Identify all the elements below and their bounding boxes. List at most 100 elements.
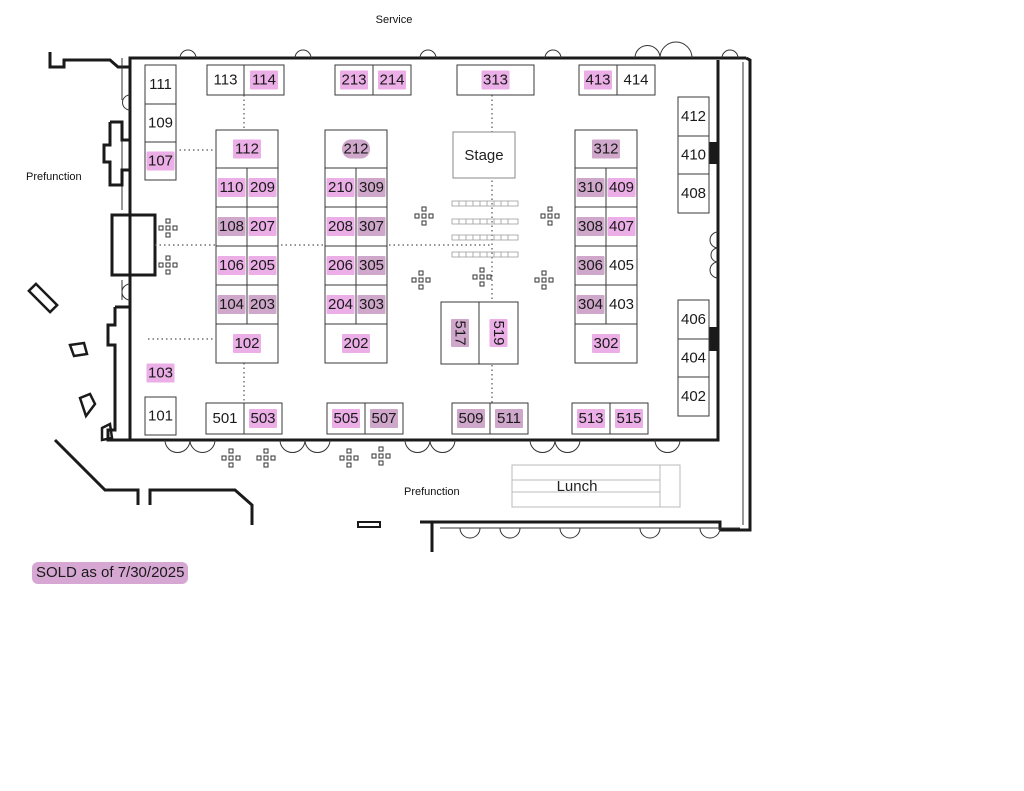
booth-212[interactable]: 212	[324, 129, 388, 169]
sold-highlight	[615, 409, 643, 428]
booth-outline	[605, 245, 638, 286]
booth-202[interactable]: 202	[324, 323, 388, 364]
booth-509[interactable]: 509	[451, 402, 491, 435]
booth-114[interactable]: 114	[243, 64, 285, 96]
cocktail-table-icon	[158, 218, 178, 238]
booth-213[interactable]: 213	[334, 64, 374, 96]
booth-414[interactable]: 414	[616, 64, 656, 96]
booth-106[interactable]: 106	[215, 245, 248, 286]
booth-403[interactable]: 403	[605, 284, 638, 325]
booth-507[interactable]: 507	[364, 402, 404, 435]
booth-214[interactable]: 214	[372, 64, 412, 96]
booth-503[interactable]: 503	[243, 402, 283, 435]
booth-310[interactable]: 310	[574, 167, 607, 208]
booth-number: 203	[250, 296, 275, 313]
booth-number: 310	[578, 179, 603, 196]
sold-highlight	[217, 217, 246, 236]
service-label: Service	[376, 14, 413, 26]
booth-501[interactable]: 501	[205, 402, 245, 435]
booth-number: 303	[359, 296, 384, 313]
booth-203[interactable]: 203	[246, 284, 279, 325]
booth-108[interactable]: 108	[215, 206, 248, 247]
booth-302[interactable]: 302	[574, 323, 638, 364]
booth-205[interactable]: 205	[246, 245, 279, 286]
booth-404[interactable]: 404	[677, 338, 710, 378]
sold-highlight	[146, 363, 175, 383]
booth-513[interactable]: 513	[571, 402, 611, 435]
sold-highlight	[357, 178, 386, 197]
booth-204[interactable]: 204	[324, 284, 357, 325]
sold-highlight	[457, 409, 485, 428]
booth-number: 402	[681, 388, 706, 405]
booth-313[interactable]: 313	[456, 64, 535, 96]
booth-210[interactable]: 210	[324, 167, 357, 208]
booth-number: 406	[681, 311, 706, 328]
booth-112[interactable]: 112	[215, 129, 279, 169]
booth-104[interactable]: 104	[215, 284, 248, 325]
booth-101[interactable]: 101	[144, 396, 177, 436]
booth-515[interactable]: 515	[609, 402, 649, 435]
booth-110[interactable]: 110	[215, 167, 248, 208]
sold-highlight	[576, 178, 605, 197]
booth-519[interactable]: 519	[478, 301, 519, 365]
booth-209[interactable]: 209	[246, 167, 279, 208]
booth-number: 304	[578, 296, 603, 313]
booth-number: 412	[681, 108, 706, 125]
booth-408[interactable]: 408	[677, 173, 710, 214]
booth-number: 103	[148, 365, 173, 382]
booth-312[interactable]: 312	[574, 129, 638, 169]
stage-seating	[451, 200, 519, 258]
cocktail-table-icon	[414, 206, 434, 226]
booth-306[interactable]: 306	[574, 245, 607, 286]
cocktail-tables	[158, 206, 560, 468]
booth-402[interactable]: 402	[677, 376, 710, 417]
cocktail-table-icon	[158, 255, 178, 275]
sold-highlight	[378, 70, 406, 90]
booth-outline	[144, 103, 177, 143]
booth-outline	[205, 402, 245, 435]
booth-308[interactable]: 308	[574, 206, 607, 247]
booth-208[interactable]: 208	[324, 206, 357, 247]
booth-number: 306	[578, 257, 603, 274]
sold-highlight	[357, 217, 386, 236]
booth-number: 106	[219, 257, 244, 274]
booth-207[interactable]: 207	[246, 206, 279, 247]
booth-309[interactable]: 309	[355, 167, 388, 208]
booth-410[interactable]: 410	[677, 135, 710, 175]
booth-409[interactable]: 409	[605, 167, 638, 208]
booth-103[interactable]: 103	[146, 363, 175, 383]
booth-outline	[144, 64, 177, 105]
booth-405[interactable]: 405	[605, 245, 638, 286]
booth-307[interactable]: 307	[355, 206, 388, 247]
booth-413[interactable]: 413	[578, 64, 618, 96]
booth-number: 111	[149, 76, 172, 93]
booth-111[interactable]: 111	[144, 64, 177, 105]
booth-113[interactable]: 113	[206, 64, 245, 96]
sold-highlight	[217, 178, 246, 197]
booth-407[interactable]: 407	[605, 206, 638, 247]
sold-highlight	[250, 70, 278, 90]
sold-highlight	[217, 295, 246, 314]
lunch-label: Lunch	[557, 478, 598, 495]
booth-517[interactable]: 517	[440, 301, 480, 365]
booth-406[interactable]: 406	[677, 299, 710, 340]
cocktail-table-icon	[221, 448, 241, 468]
booth-109[interactable]: 109	[144, 103, 177, 143]
prefunction-bottom-label: Prefunction	[404, 486, 460, 498]
booth-206[interactable]: 206	[324, 245, 357, 286]
booth-number: 405	[609, 257, 634, 274]
booth-305[interactable]: 305	[355, 245, 388, 286]
booth-102[interactable]: 102	[215, 323, 279, 364]
booth-number: 413	[585, 72, 610, 89]
booth-304[interactable]: 304	[574, 284, 607, 325]
booth-107[interactable]: 107	[144, 141, 177, 181]
booth-505[interactable]: 505	[326, 402, 366, 435]
cocktail-table-icon	[339, 448, 359, 468]
cocktail-table-icon	[371, 446, 391, 466]
booth-303[interactable]: 303	[355, 284, 388, 325]
booth-511[interactable]: 511	[489, 402, 529, 435]
booth-412[interactable]: 412	[677, 96, 710, 137]
sold-highlight	[451, 319, 469, 347]
sold-highlight	[357, 295, 386, 314]
